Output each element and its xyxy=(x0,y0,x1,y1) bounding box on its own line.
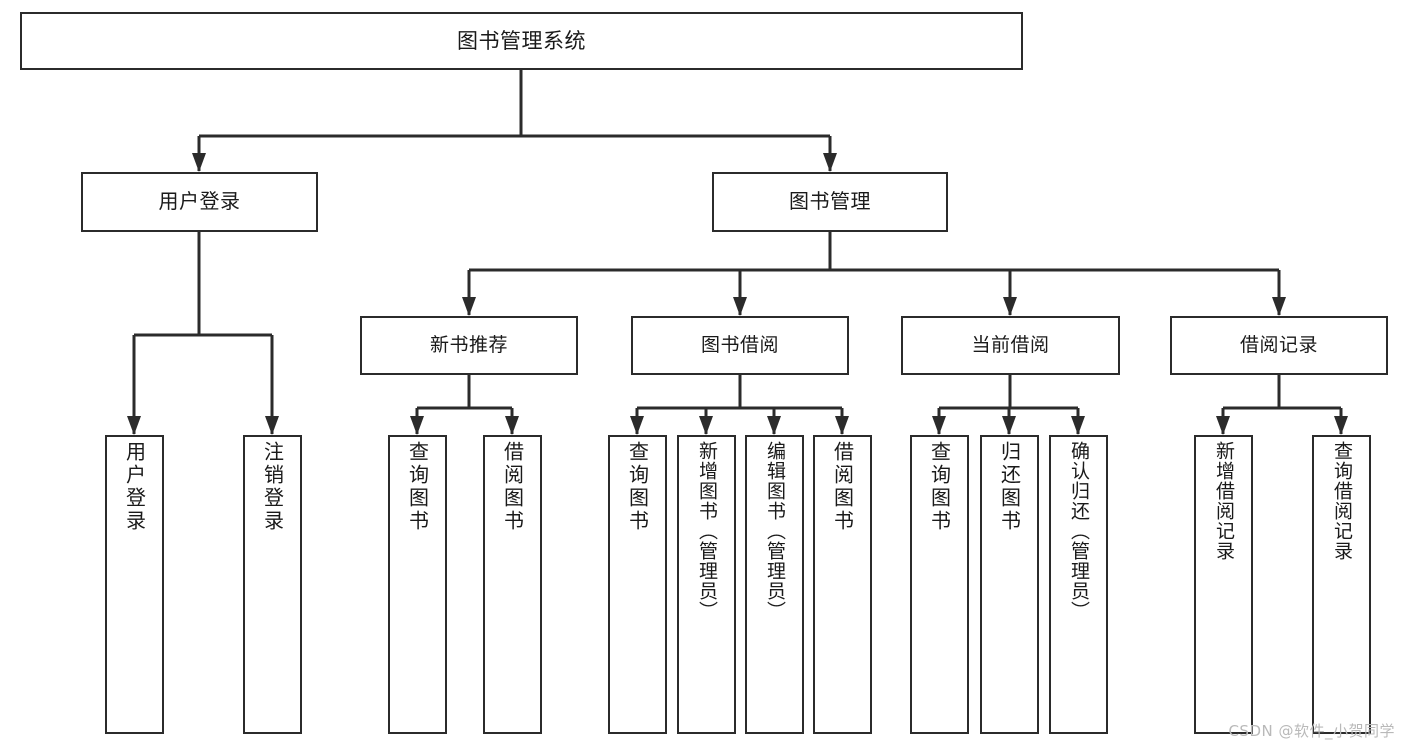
leaf-node-2[interactable]: 查询图书 xyxy=(388,435,447,734)
leaf-node-8[interactable]: 查询图书 xyxy=(910,435,969,734)
level2-node-1[interactable]: 图书借阅 xyxy=(631,316,849,375)
level1-node-1-label: 图书管理 xyxy=(789,189,871,214)
leaf-node-3-label: 借阅图书 xyxy=(500,441,525,533)
leaf-node-6-label: 编辑图书（管理员） xyxy=(764,441,786,621)
leaf-node-9[interactable]: 归还图书 xyxy=(980,435,1039,734)
leaf-node-10-label: 确认归还（管理员） xyxy=(1068,441,1090,621)
level1-node-1[interactable]: 图书管理 xyxy=(712,172,948,232)
leaf-node-4-label: 查询图书 xyxy=(625,441,650,533)
leaf-node-7[interactable]: 借阅图书 xyxy=(813,435,872,734)
leaf-node-0-label: 用户登录 xyxy=(122,441,147,533)
level1-node-0[interactable]: 用户登录 xyxy=(81,172,318,232)
leaf-node-5[interactable]: 新增图书（管理员） xyxy=(677,435,736,734)
level2-node-0[interactable]: 新书推荐 xyxy=(360,316,578,375)
level1-node-0-label: 用户登录 xyxy=(158,189,241,214)
watermark: CSDN @软件_小贺同学 xyxy=(1228,722,1395,740)
leaf-node-4[interactable]: 查询图书 xyxy=(608,435,667,734)
leaf-node-12[interactable]: 查询借阅记录 xyxy=(1312,435,1371,734)
root-node-book-management-system-label: 图书管理系统 xyxy=(457,28,586,53)
level2-node-3[interactable]: 借阅记录 xyxy=(1170,316,1388,375)
leaf-node-7-label: 借阅图书 xyxy=(830,441,855,533)
level2-node-1-label: 图书借阅 xyxy=(700,334,779,357)
level2-node-2[interactable]: 当前借阅 xyxy=(901,316,1120,375)
leaf-node-6[interactable]: 编辑图书（管理员） xyxy=(745,435,804,734)
leaf-node-0[interactable]: 用户登录 xyxy=(105,435,164,734)
leaf-node-10[interactable]: 确认归还（管理员） xyxy=(1049,435,1108,734)
leaf-node-11[interactable]: 新增借阅记录 xyxy=(1194,435,1253,734)
leaf-node-5-label: 新增图书（管理员） xyxy=(696,441,718,621)
leaf-node-8-label: 查询图书 xyxy=(927,441,952,533)
leaf-node-1-label: 注销登录 xyxy=(260,441,285,533)
level2-node-2-label: 当前借阅 xyxy=(971,334,1050,357)
leaf-node-3[interactable]: 借阅图书 xyxy=(483,435,542,734)
level2-node-0-label: 新书推荐 xyxy=(429,334,508,357)
level2-node-3-label: 借阅记录 xyxy=(1239,334,1318,357)
leaf-node-11-label: 新增借阅记录 xyxy=(1213,441,1235,561)
leaf-node-12-label: 查询借阅记录 xyxy=(1331,441,1353,561)
leaf-node-2-label: 查询图书 xyxy=(405,441,430,533)
leaf-node-9-label: 归还图书 xyxy=(997,441,1022,533)
leaf-node-1[interactable]: 注销登录 xyxy=(243,435,302,734)
root-node-book-management-system[interactable]: 图书管理系统 xyxy=(20,12,1023,70)
